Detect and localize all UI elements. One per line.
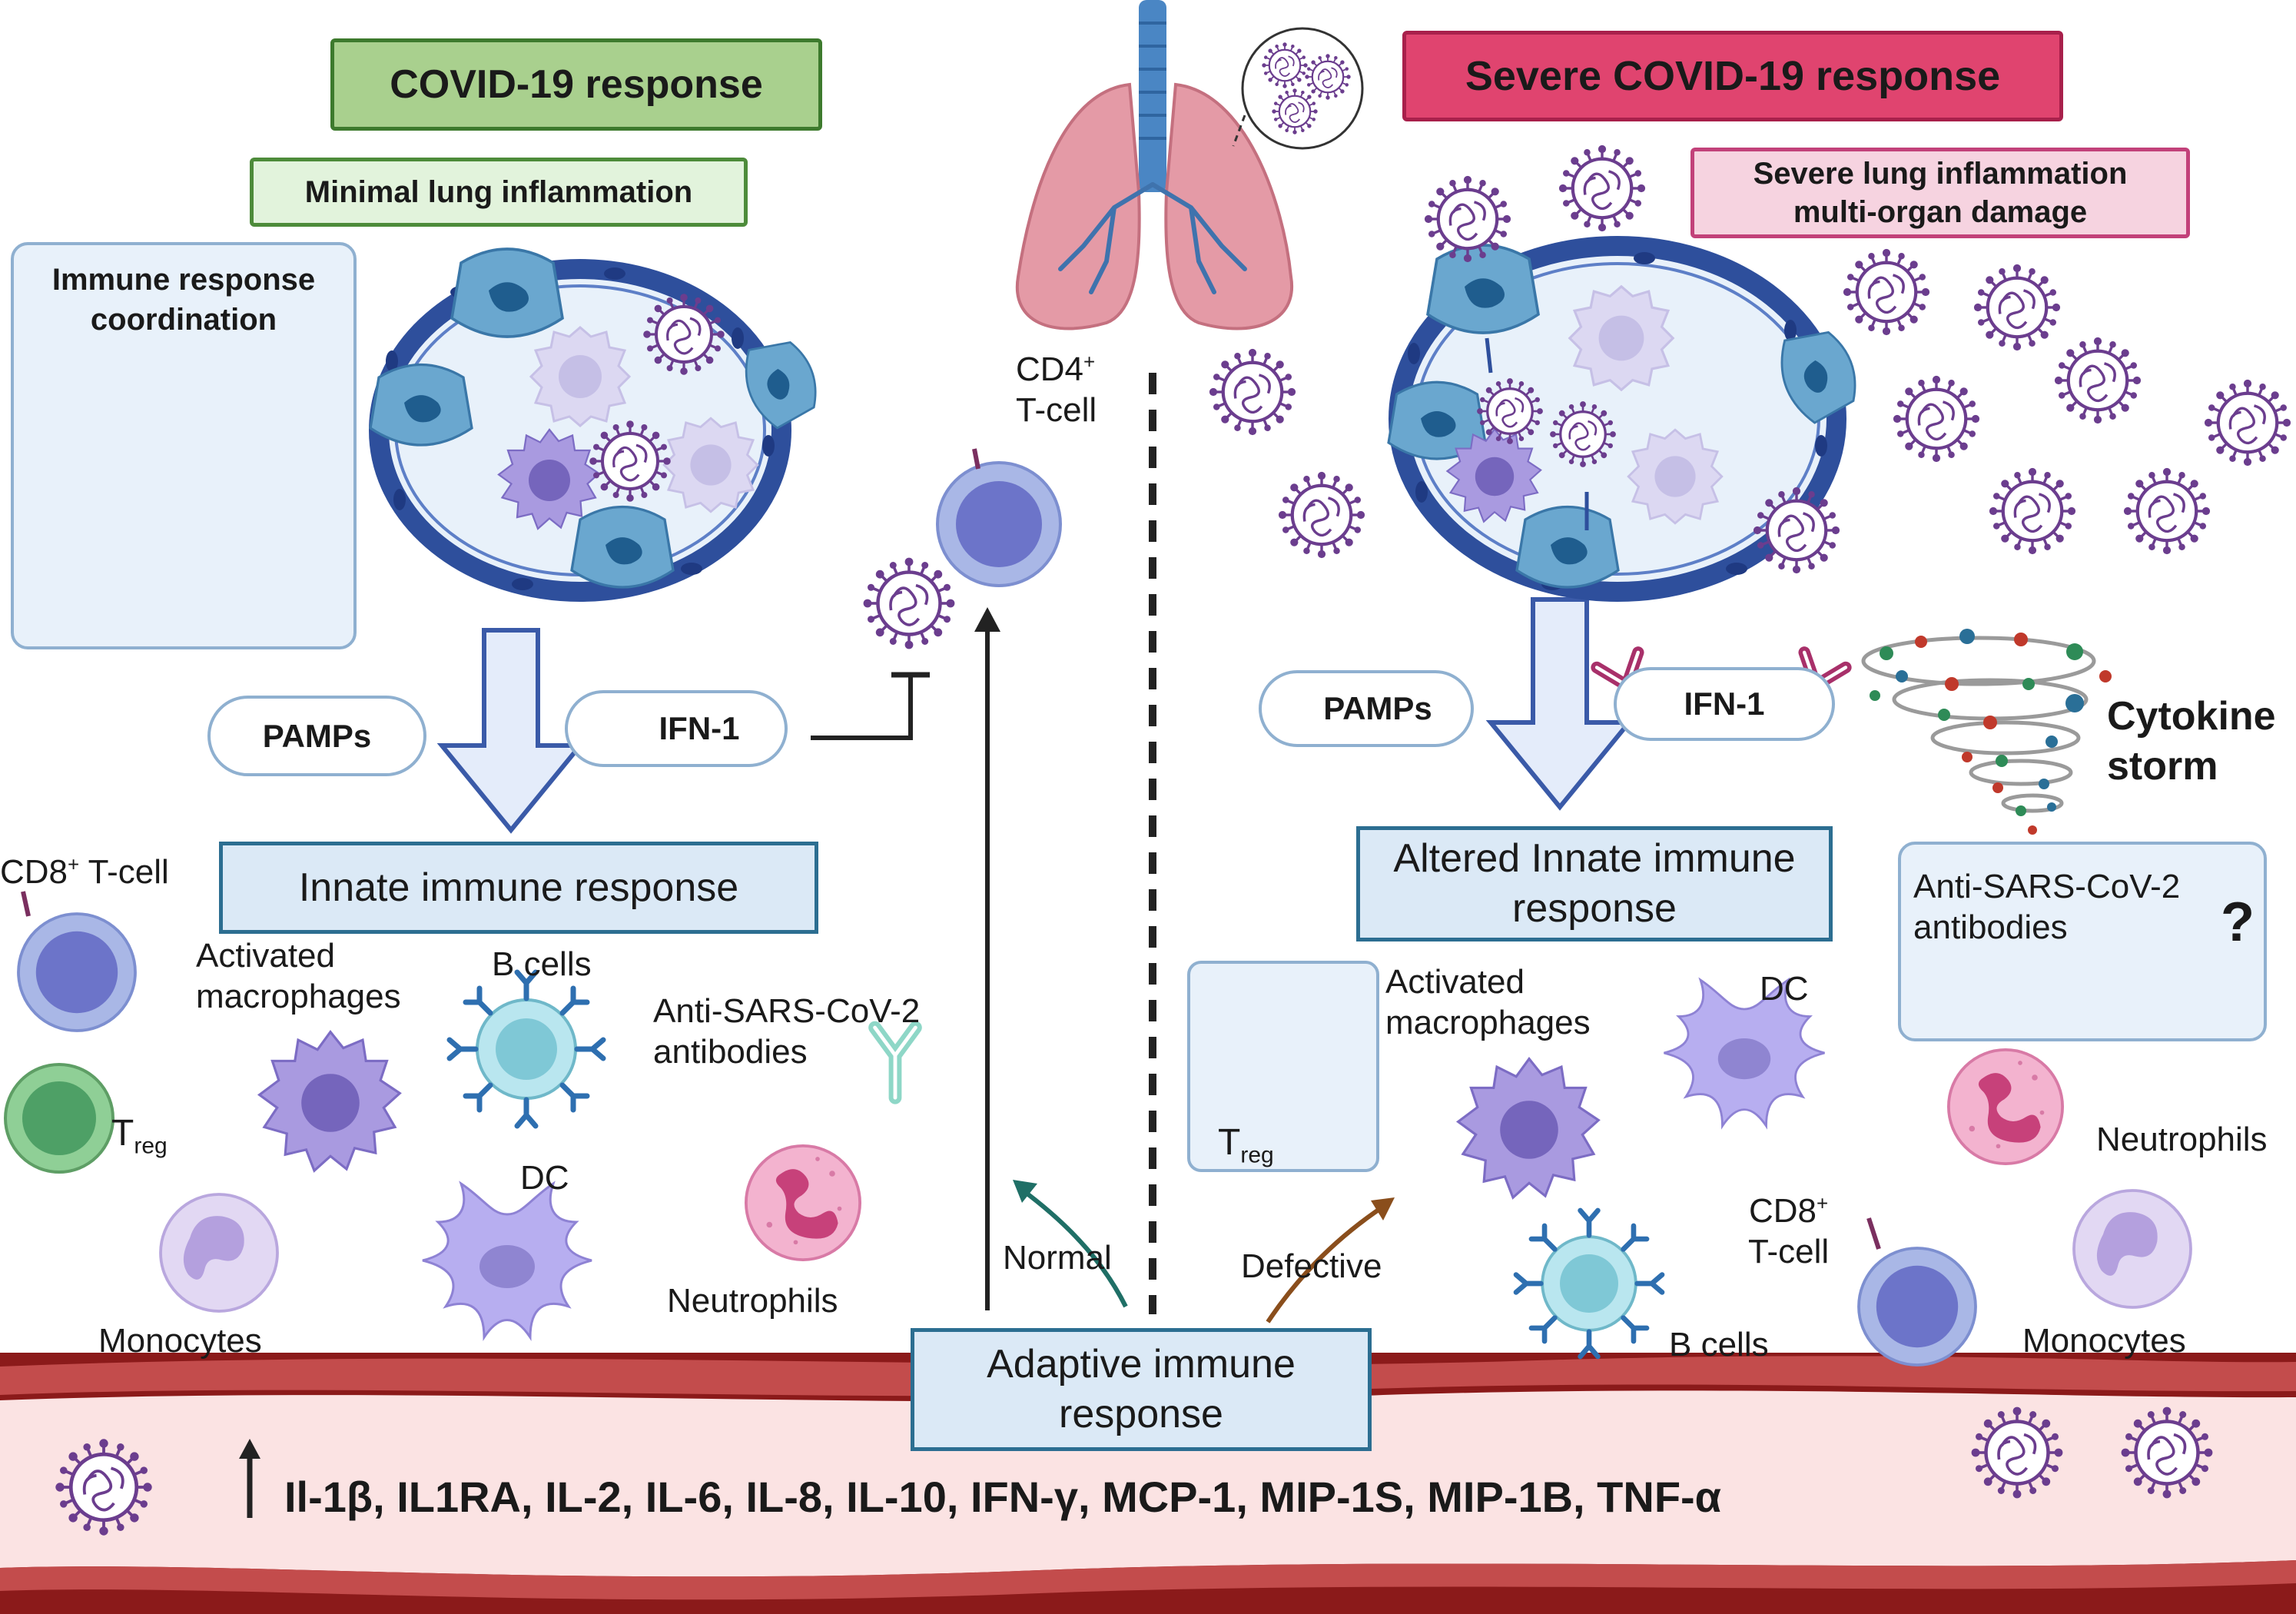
b-cell-icon bbox=[450, 972, 603, 1126]
macrophage-icon bbox=[258, 1031, 401, 1172]
monocytes-label-right: Monocytes bbox=[2022, 1322, 2186, 1360]
virus-icon bbox=[2124, 468, 2210, 554]
left-pamps-pill: PAMPs bbox=[207, 696, 426, 776]
right-antibody-panel bbox=[1898, 842, 2267, 1041]
normal-label: Normal bbox=[1003, 1239, 1112, 1277]
cd8-label-right: CD8+T-cell bbox=[1748, 1191, 1830, 1270]
lung-icon bbox=[1015, 0, 1364, 330]
left-title: COVID-19 response bbox=[330, 38, 822, 131]
adaptive-response-box: Adaptive immune response bbox=[911, 1328, 1372, 1451]
virus-icon bbox=[55, 1439, 151, 1535]
b-cell-icon bbox=[1516, 1210, 1662, 1357]
down-arrow-icon bbox=[436, 628, 586, 834]
virus-icon bbox=[1893, 376, 1979, 462]
coordination-label: Immune response coordination bbox=[51, 263, 316, 337]
virus-icon bbox=[2122, 1407, 2213, 1499]
antibodies-label-right: Anti-SARS-CoV-2 antibodies bbox=[1913, 868, 2181, 946]
macrophages-label-right: Activated macrophages bbox=[1385, 963, 1591, 1041]
epithelial-cell-icon bbox=[450, 247, 564, 338]
epithelial-cell-icon bbox=[1426, 244, 1540, 334]
treg-label-right: Treg bbox=[1218, 1122, 1274, 1168]
treg-cell-icon bbox=[4, 1063, 114, 1174]
inhibition-line bbox=[811, 676, 913, 740]
neutrophils-label-left: Neutrophils bbox=[667, 1282, 838, 1320]
treg-label-left: Treg bbox=[111, 1113, 168, 1159]
defective-label: Defective bbox=[1241, 1247, 1382, 1285]
antibodies-label-left: Anti-SARS-CoV-2 antibodies bbox=[653, 992, 921, 1071]
neutrophils-label-right: Neutrophils bbox=[2096, 1121, 2268, 1158]
cd4-label: CD4+T-cell bbox=[1016, 350, 1097, 429]
left-ifn-pill: IFN-1 bbox=[565, 690, 788, 767]
virus-icon bbox=[864, 558, 955, 649]
right-title: Severe COVID-19 response bbox=[1402, 31, 2063, 121]
virus-icon bbox=[1548, 400, 1617, 469]
monocyte-icon bbox=[159, 1193, 279, 1313]
bcells-label-right: B cells bbox=[1669, 1326, 1769, 1363]
epithelial-cell-icon bbox=[369, 363, 473, 447]
dendritic-cell-icon bbox=[421, 1182, 593, 1339]
down-arrow-icon bbox=[1485, 597, 1634, 811]
treg-panel-right bbox=[1187, 961, 1379, 1172]
macrophage-icon bbox=[1457, 1058, 1600, 1199]
epithelial-cell-icon bbox=[570, 505, 675, 589]
monocyte-icon bbox=[2072, 1189, 2192, 1309]
cd8-t-cell-icon bbox=[17, 912, 137, 1032]
virus-icon bbox=[643, 294, 725, 375]
altered-innate-box: Altered Innate immune response bbox=[1356, 826, 1833, 942]
virus-icon bbox=[2205, 380, 2291, 466]
left-subtitle: Minimal lung inflammation bbox=[250, 158, 748, 227]
virus-icon bbox=[1843, 249, 1929, 335]
cd8-t-cell-icon bbox=[1857, 1247, 1977, 1367]
right-pamps-pill: PAMPs bbox=[1259, 670, 1474, 747]
coordination-panel bbox=[11, 242, 357, 649]
virus-icon bbox=[1425, 176, 1511, 262]
virus-icon bbox=[1989, 468, 2075, 554]
macrophages-label-left: Activated macrophages bbox=[196, 937, 401, 1015]
alveolus-left bbox=[369, 247, 828, 602]
virus-icon bbox=[589, 420, 671, 502]
bcells-label-left: B cells bbox=[492, 945, 592, 983]
cytokine-list: Il-1β, IL1RA, IL-2, IL-6, IL-8, IL-10, I… bbox=[284, 1473, 1722, 1521]
virus-icon bbox=[1304, 53, 1352, 101]
right-ifn-pill: IFN-1 bbox=[1614, 667, 1835, 741]
virus-icon bbox=[1754, 487, 1840, 573]
virus-icon bbox=[1279, 472, 1365, 558]
cd8-label-left: CD8+ T-cell bbox=[0, 852, 169, 891]
dc-label-right: DC bbox=[1760, 970, 1809, 1008]
virus-icon bbox=[1209, 349, 1296, 435]
neutrophil-icon bbox=[1946, 1048, 2065, 1165]
cytokine-storm-icon bbox=[1861, 629, 2112, 835]
defective-arrow bbox=[1266, 1204, 1385, 1323]
alveolus-right bbox=[1387, 236, 1868, 602]
question-mark: ? bbox=[2221, 892, 2255, 953]
virus-icon bbox=[1475, 377, 1544, 446]
virus-icon bbox=[1559, 145, 1645, 231]
cd4-t-cell-icon bbox=[936, 461, 1062, 587]
right-cells bbox=[1247, 972, 2192, 1367]
neutrophil-icon bbox=[745, 1144, 861, 1261]
virus-icon bbox=[2055, 337, 2141, 423]
epithelial-cell-icon bbox=[1515, 505, 1620, 589]
monocytes-label-left: Monocytes bbox=[98, 1322, 262, 1360]
t-cell-receptor bbox=[972, 448, 980, 470]
virus-icon bbox=[1974, 264, 2060, 350]
cytokine-storm-label: Cytokine storm bbox=[2107, 694, 2276, 789]
virus-icon bbox=[1261, 42, 1309, 89]
virus-icon bbox=[1271, 88, 1319, 135]
dc-label-left: DC bbox=[520, 1159, 569, 1197]
innate-response-box: Innate immune response bbox=[219, 842, 818, 934]
virus-icon bbox=[1972, 1407, 2063, 1499]
normal-arrow bbox=[1020, 1187, 1128, 1308]
right-subtitle: Severe lung inflammation multi-organ dam… bbox=[1690, 148, 2190, 238]
left-cells bbox=[4, 891, 915, 1536]
